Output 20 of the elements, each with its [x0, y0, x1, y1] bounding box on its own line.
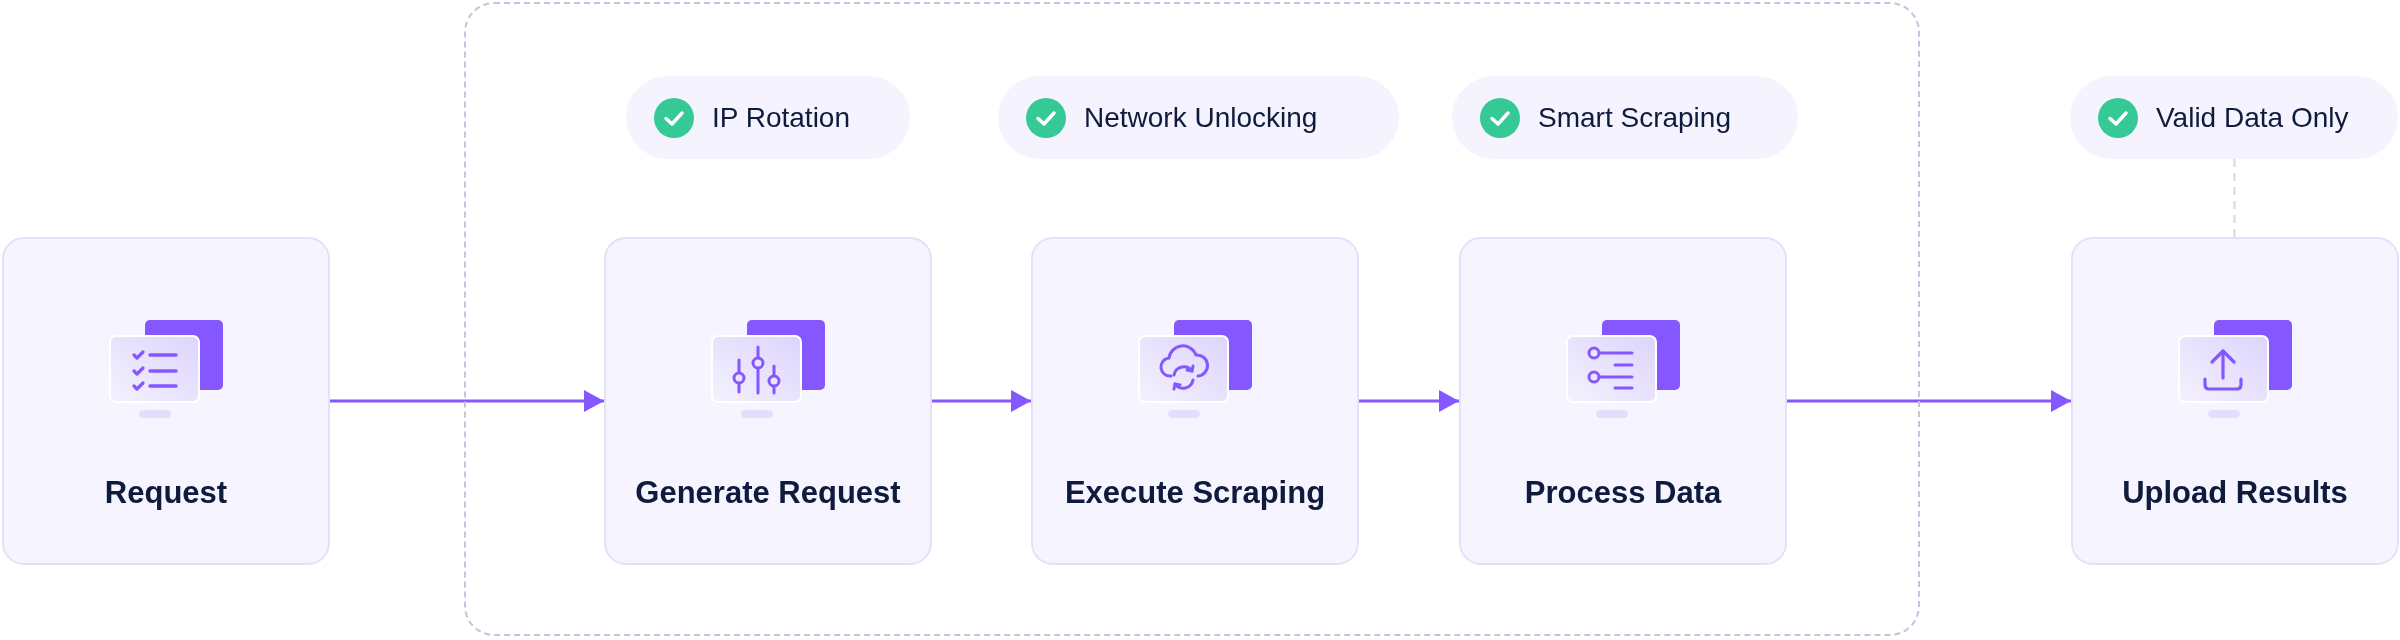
dashed-group-frame — [464, 2, 1920, 636]
arrow — [932, 390, 1031, 412]
feature-label: IP Rotation — [712, 100, 851, 135]
feature-label: Network Unlocking — [1084, 100, 1318, 135]
step-title: Execute Scraping — [1064, 474, 1326, 512]
arrow — [330, 390, 604, 412]
step-card — [1031, 237, 1359, 565]
step-title: Process Data — [1524, 474, 1722, 512]
feature-label: Smart Scraping — [1538, 100, 1731, 135]
arrow — [1787, 390, 2071, 412]
arrow — [1359, 390, 1459, 412]
step-card — [604, 237, 932, 565]
step-card — [1459, 237, 1787, 565]
step-title: Upload Results — [2122, 474, 2348, 512]
feature-label: Valid Data Only — [2156, 100, 2349, 135]
step-title: Request — [104, 474, 228, 512]
step-title: Generate Request — [635, 474, 901, 512]
step-card — [2071, 237, 2399, 565]
step-card — [2, 237, 330, 565]
connector-line — [2233, 158, 2236, 238]
